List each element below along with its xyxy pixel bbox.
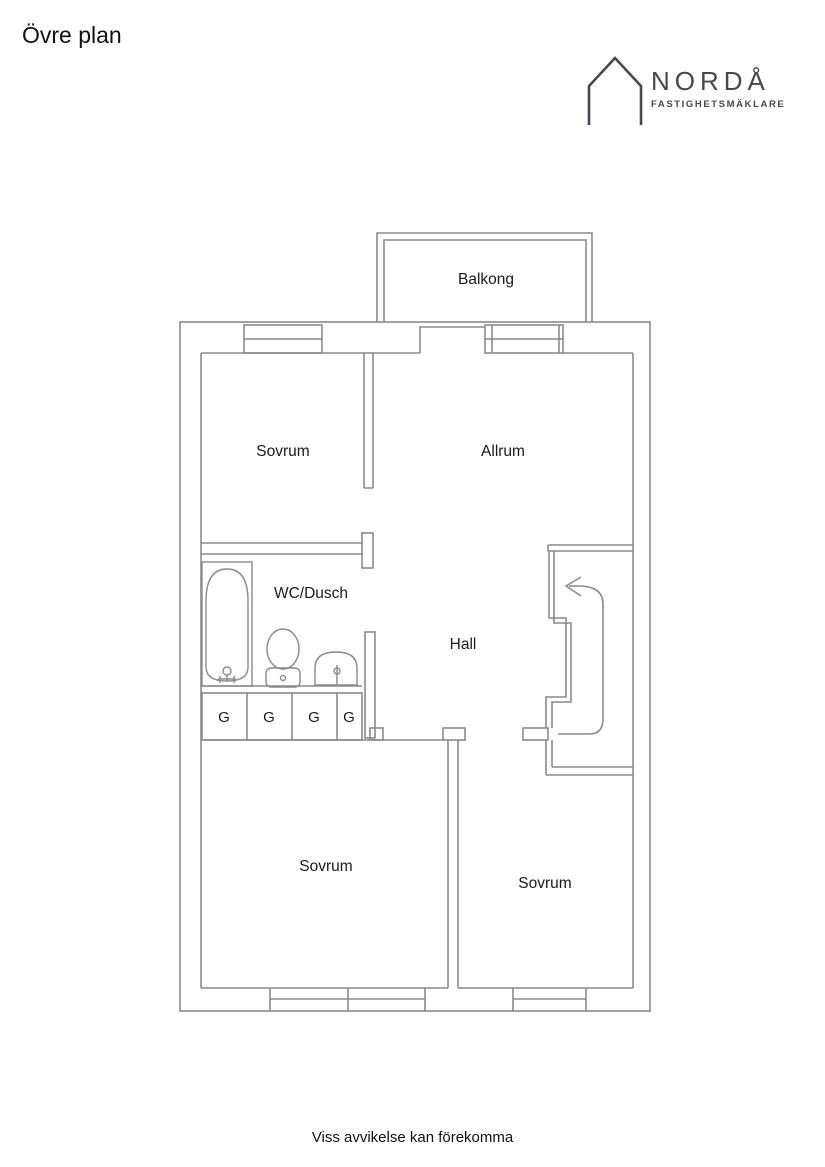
footer-disclaimer: Viss avvikelse kan förekomma xyxy=(311,1129,514,1146)
bathtub-icon xyxy=(201,561,253,687)
house-icon xyxy=(587,56,643,125)
room-label-wc-dusch: WC/Dusch xyxy=(274,585,348,602)
room-label-sovrum-2: Sovrum xyxy=(299,858,352,875)
logo-tagline: FASTIGHETSMÄKLARE xyxy=(651,99,786,110)
room-label-sovrum-1: Sovrum xyxy=(256,443,309,460)
window-bottom-left xyxy=(269,988,426,1011)
sink-icon xyxy=(314,651,358,686)
norda-logo: NORDÅ FASTIGHETSMÄKLARE xyxy=(585,52,785,127)
wardrobe-label: G xyxy=(218,709,230,726)
wardrobe-label: G xyxy=(343,709,355,726)
stairs-arrow-icon xyxy=(558,576,604,735)
balcony-wall-inner xyxy=(383,239,587,322)
balcony-wall xyxy=(376,232,593,322)
page-title: Övre plan xyxy=(22,22,122,48)
wardrobe-label: G xyxy=(263,709,275,726)
room-label-sovrum-3: Sovrum xyxy=(518,875,571,892)
room-label-allrum: Allrum xyxy=(481,443,525,460)
window-bottom-right xyxy=(512,988,587,1011)
walls xyxy=(179,232,651,1012)
room-label-hall: Hall xyxy=(450,636,477,653)
logo-name: NORDÅ xyxy=(651,66,770,96)
toilet-icon xyxy=(265,628,301,688)
room-label-balkong: Balkong xyxy=(458,271,514,288)
outer-wall xyxy=(179,321,651,1012)
wardrobe-label: G xyxy=(308,709,320,726)
